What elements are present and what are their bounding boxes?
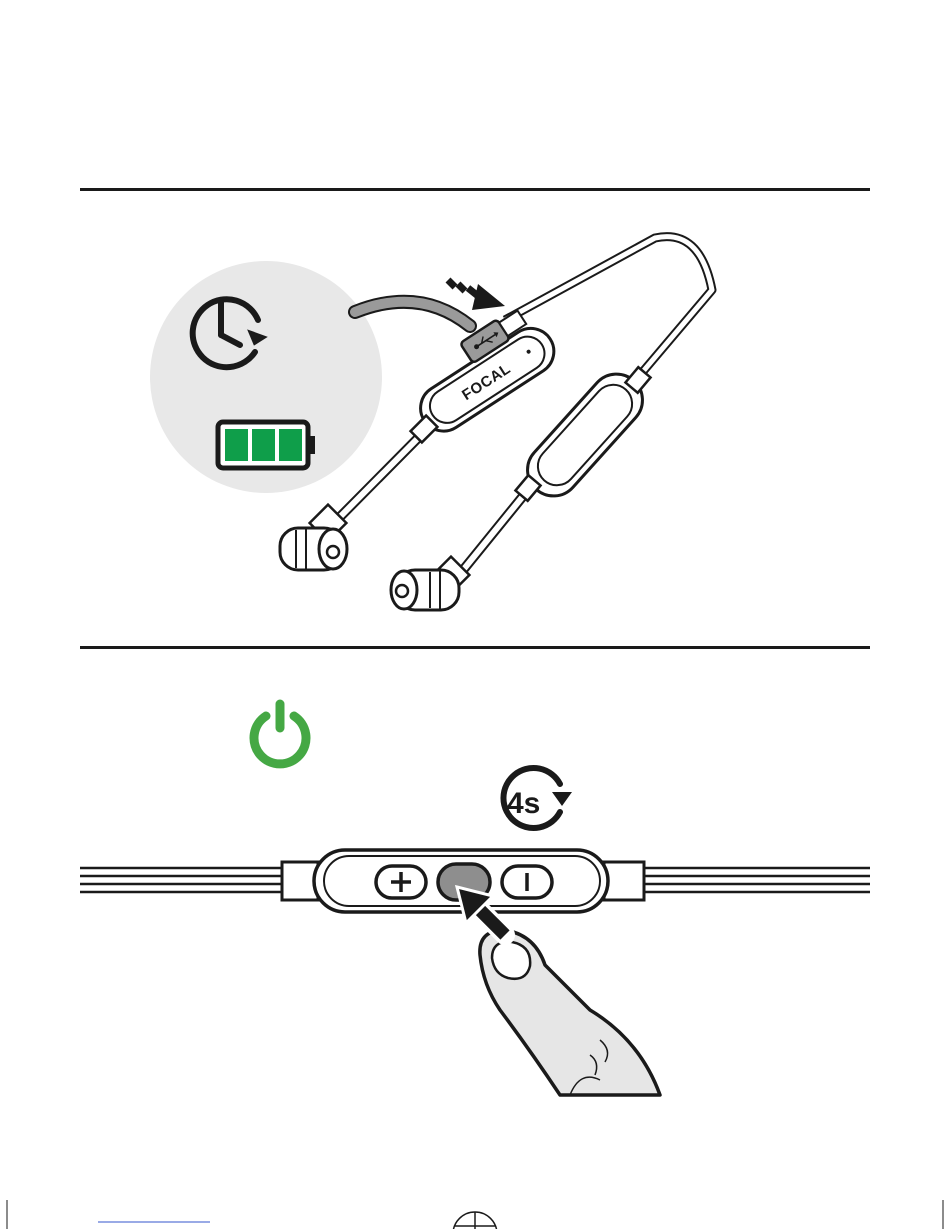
- volume-up-button: [376, 866, 426, 898]
- finger: [480, 930, 660, 1095]
- crop-marks: [0, 1190, 950, 1229]
- charging-illustration: FOCAL: [0, 0, 950, 640]
- timer-icon: 4s: [503, 768, 572, 828]
- volume-down-button: [502, 866, 552, 898]
- right-earbud: [391, 557, 469, 610]
- cable-right: [640, 868, 870, 892]
- power-icon: [254, 704, 306, 764]
- strain-relief-right: [604, 862, 644, 900]
- insert-arrow-icon: [448, 280, 505, 310]
- middle-divider: [80, 646, 870, 649]
- battery-full-icon: [218, 422, 315, 468]
- left-earbud: [280, 505, 347, 570]
- timer-label: 4s: [507, 787, 540, 820]
- cable-left: [80, 868, 290, 892]
- power-on-illustration: 4s: [0, 650, 950, 1150]
